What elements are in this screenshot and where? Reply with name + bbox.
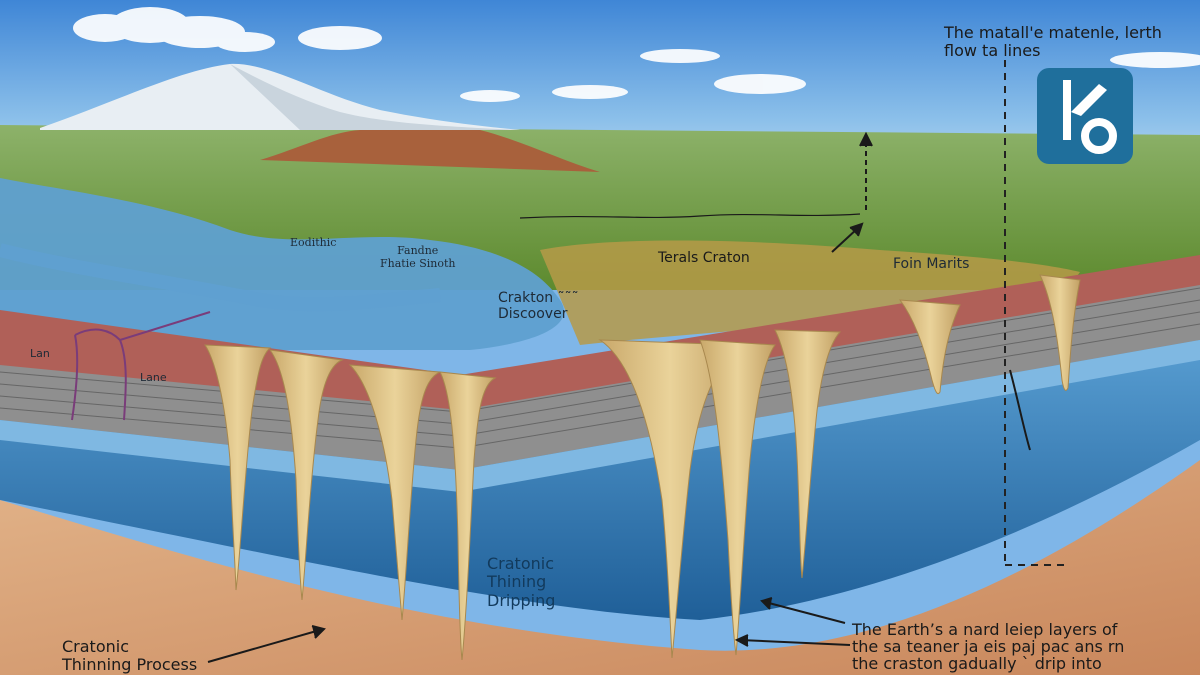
craton-plateau: [540, 240, 1080, 345]
craton-drips: [204, 274, 1081, 661]
sand-ground: [0, 460, 1200, 675]
label-foin-marits: Foin Marits: [893, 256, 970, 272]
label-bottom-right: The Earth’s a nard leiep layers of the s…: [852, 620, 1125, 673]
label-eodithic: Eodithic: [290, 236, 337, 249]
lake: [0, 178, 564, 350]
label-craton-discover: Crakton ˜˜˜ Discoover: [498, 290, 579, 323]
ko-logo-glyph: [1063, 80, 1117, 154]
mesa: [260, 130, 600, 172]
label-fandne: Fandne Fhatie Sinoth: [380, 244, 456, 270]
river-arm: [0, 243, 441, 312]
annotation-arrows: [71, 131, 1031, 663]
clouds: [73, 7, 1200, 102]
label-bottom-left: Cratonic Thinning Process: [62, 637, 198, 675]
label-terals-craton: Terals Craton: [658, 250, 750, 266]
label-top-right: The matall'e matenle, lerth flow ta line…: [944, 23, 1162, 61]
label-lan: Lan: [30, 347, 50, 360]
label-cratonic-dripping: Cratonic Thining Dripping: [487, 554, 556, 610]
label-lane: Lane: [140, 371, 167, 384]
ko-logo-icon: [1037, 68, 1133, 164]
mountain-shadow: [230, 64, 520, 130]
